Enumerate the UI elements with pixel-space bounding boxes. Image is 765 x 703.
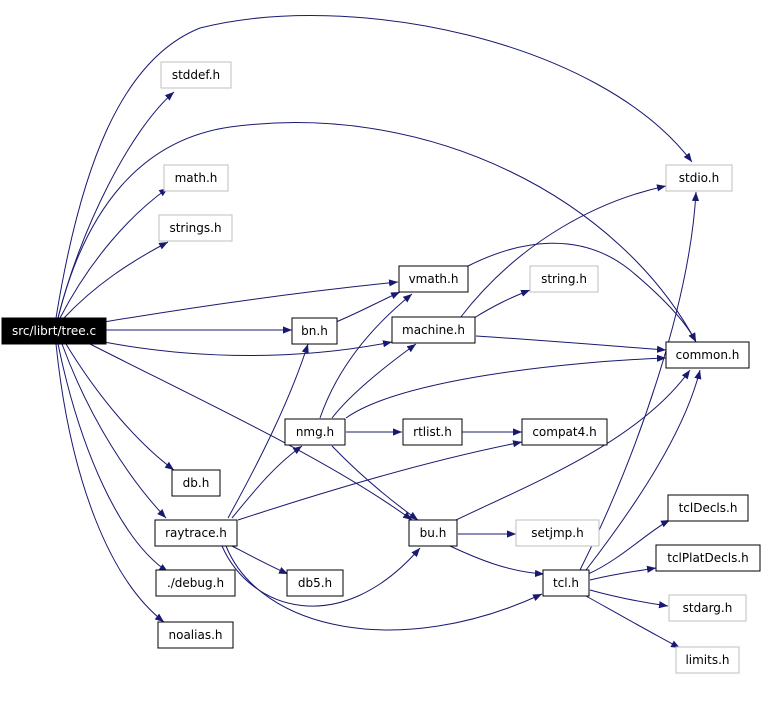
edge-raytrace_h-db5_h: [231, 545, 289, 575]
edge-raytrace_h-tcl_h: [225, 545, 543, 631]
edge-vmath_h-common_h: [467, 242, 697, 343]
node-tree-c-label: src/librt/tree.c: [12, 324, 96, 338]
node-common-h-label: common.h: [676, 348, 740, 362]
node-math-h-label: math.h: [175, 171, 218, 185]
node-nmg-h[interactable]: nmg.h: [284, 418, 346, 446]
edge-tree_c-common_h: [57, 122, 697, 343]
node-raytrace-h-label: raytrace.h: [165, 526, 227, 540]
edge-tree_c-vmath_h: [103, 279, 399, 323]
node-tclPlatDecls-h-label: tclPlatDecls.h: [667, 551, 749, 565]
edge-nmg_h-vmath_h: [319, 293, 413, 419]
node-tclPlatDecls-h[interactable]: tclPlatDecls.h: [655, 544, 761, 572]
node-machine-h-label: machine.h: [402, 323, 465, 337]
node-limits-h[interactable]: limits.h: [675, 646, 740, 674]
node-vmath-h[interactable]: vmath.h: [398, 265, 469, 293]
edge-bn_h-vmath_h: [335, 291, 401, 323]
node-rtlist-h-label: rtlist.h: [413, 425, 452, 439]
node-stdio-h-label: stdio.h: [679, 171, 719, 185]
node-db-h-label: db.h: [183, 476, 210, 490]
node-string-h-label: string.h: [541, 272, 587, 286]
node-rtlist-h[interactable]: rtlist.h: [402, 418, 463, 446]
edge-tree_c-strings_h: [63, 241, 169, 319]
node-noalias-h[interactable]: noalias.h: [157, 621, 234, 649]
node-vmath-h-label: vmath.h: [409, 272, 459, 286]
edge-tcl_h-common_h: [585, 369, 702, 571]
edge-tcl_h-tclPlatDecls_h: [589, 565, 657, 581]
node-stdarg-h-label: stdarg.h: [683, 601, 733, 615]
edge-machine_h-common_h: [475, 335, 667, 353]
edge-tree_c-math_h: [59, 187, 169, 319]
edge-tree_c-debug_h: [57, 343, 169, 573]
edge-tree_c-machine_h: [103, 340, 393, 356]
node-bu-h-label: bu.h: [420, 526, 447, 540]
node-tcl-h[interactable]: tcl.h: [542, 569, 590, 597]
node-setjmp-h[interactable]: setjmp.h: [515, 519, 600, 547]
edge-nmg_h-bu_h: [331, 445, 419, 521]
edge-nmg_h-machine_h: [331, 343, 417, 419]
node-stdarg-h[interactable]: stdarg.h: [668, 594, 747, 622]
edge-tree_c-db_h: [65, 343, 175, 471]
node-tclDecls-h[interactable]: tclDecls.h: [667, 494, 749, 522]
edge-bu_h-tcl_h: [449, 545, 545, 578]
node-compat4-h-label: compat4.h: [532, 425, 596, 439]
node-stddef-h-label: stddef.h: [172, 68, 220, 82]
node-setjmp-h-label: setjmp.h: [531, 526, 583, 540]
node-debug-h-label: ./debug.h: [167, 576, 224, 590]
node-strings-h[interactable]: strings.h: [158, 214, 233, 242]
node-bu-h[interactable]: bu.h: [408, 519, 458, 547]
node-debug-h[interactable]: ./debug.h: [155, 569, 236, 597]
node-tcl-h-label: tcl.h: [553, 576, 579, 590]
edge-raytrace_h-compat4_h: [237, 440, 523, 521]
edge-tree_c-bu_h: [89, 343, 413, 521]
edge-raytrace_h-bu_h: [221, 545, 421, 607]
edge-tree_c-noalias_h: [55, 343, 165, 623]
node-string-h[interactable]: string.h: [529, 265, 599, 293]
node-compat4-h[interactable]: compat4.h: [521, 418, 608, 446]
node-tclDecls-h-label: tclDecls.h: [679, 501, 738, 515]
node-machine-h[interactable]: machine.h: [391, 316, 476, 344]
edge-tcl_h-stdarg_h: [589, 589, 669, 609]
edge-tree_c-raytrace_h: [61, 343, 167, 519]
node-common-h[interactable]: common.h: [665, 341, 750, 369]
edge-tree_c-stdio_h: [55, 15, 693, 319]
node-db5-h[interactable]: db5.h: [286, 569, 344, 597]
edge-tcl_h-tclDecls_h: [587, 519, 671, 575]
dependency-edges: [55, 15, 702, 649]
node-math-h[interactable]: math.h: [163, 164, 229, 192]
node-bn-h-label: bn.h: [301, 324, 328, 338]
node-db5-h-label: db5.h: [298, 576, 332, 590]
node-tree-c[interactable]: src/librt/tree.c: [1, 317, 107, 345]
node-strings-h-label: strings.h: [169, 221, 221, 235]
node-noalias-h-label: noalias.h: [169, 628, 223, 642]
node-bn-h[interactable]: bn.h: [291, 317, 338, 345]
edge-bu_h-common_h: [455, 369, 691, 521]
edge-machine_h-stdio_h: [459, 184, 667, 319]
node-stddef-h[interactable]: stddef.h: [160, 61, 232, 89]
edge-raytrace_h-nmg_h: [231, 445, 303, 519]
node-nmg-h-label: nmg.h: [296, 425, 334, 439]
edge-raytrace_h-bn_h: [227, 343, 309, 519]
node-limits-h-label: limits.h: [685, 653, 729, 667]
edge-tcl_h-stdio_h: [579, 191, 700, 571]
edge-tcl_h-limits_h: [585, 595, 681, 649]
edge-nmg_h-common_h: [345, 354, 667, 419]
node-db-h[interactable]: db.h: [171, 469, 221, 497]
node-raytrace-h[interactable]: raytrace.h: [154, 519, 238, 547]
edge-machine_h-string_h: [473, 289, 531, 319]
node-stdio-h[interactable]: stdio.h: [665, 164, 733, 192]
edge-tree_c-stddef_h: [57, 91, 175, 319]
